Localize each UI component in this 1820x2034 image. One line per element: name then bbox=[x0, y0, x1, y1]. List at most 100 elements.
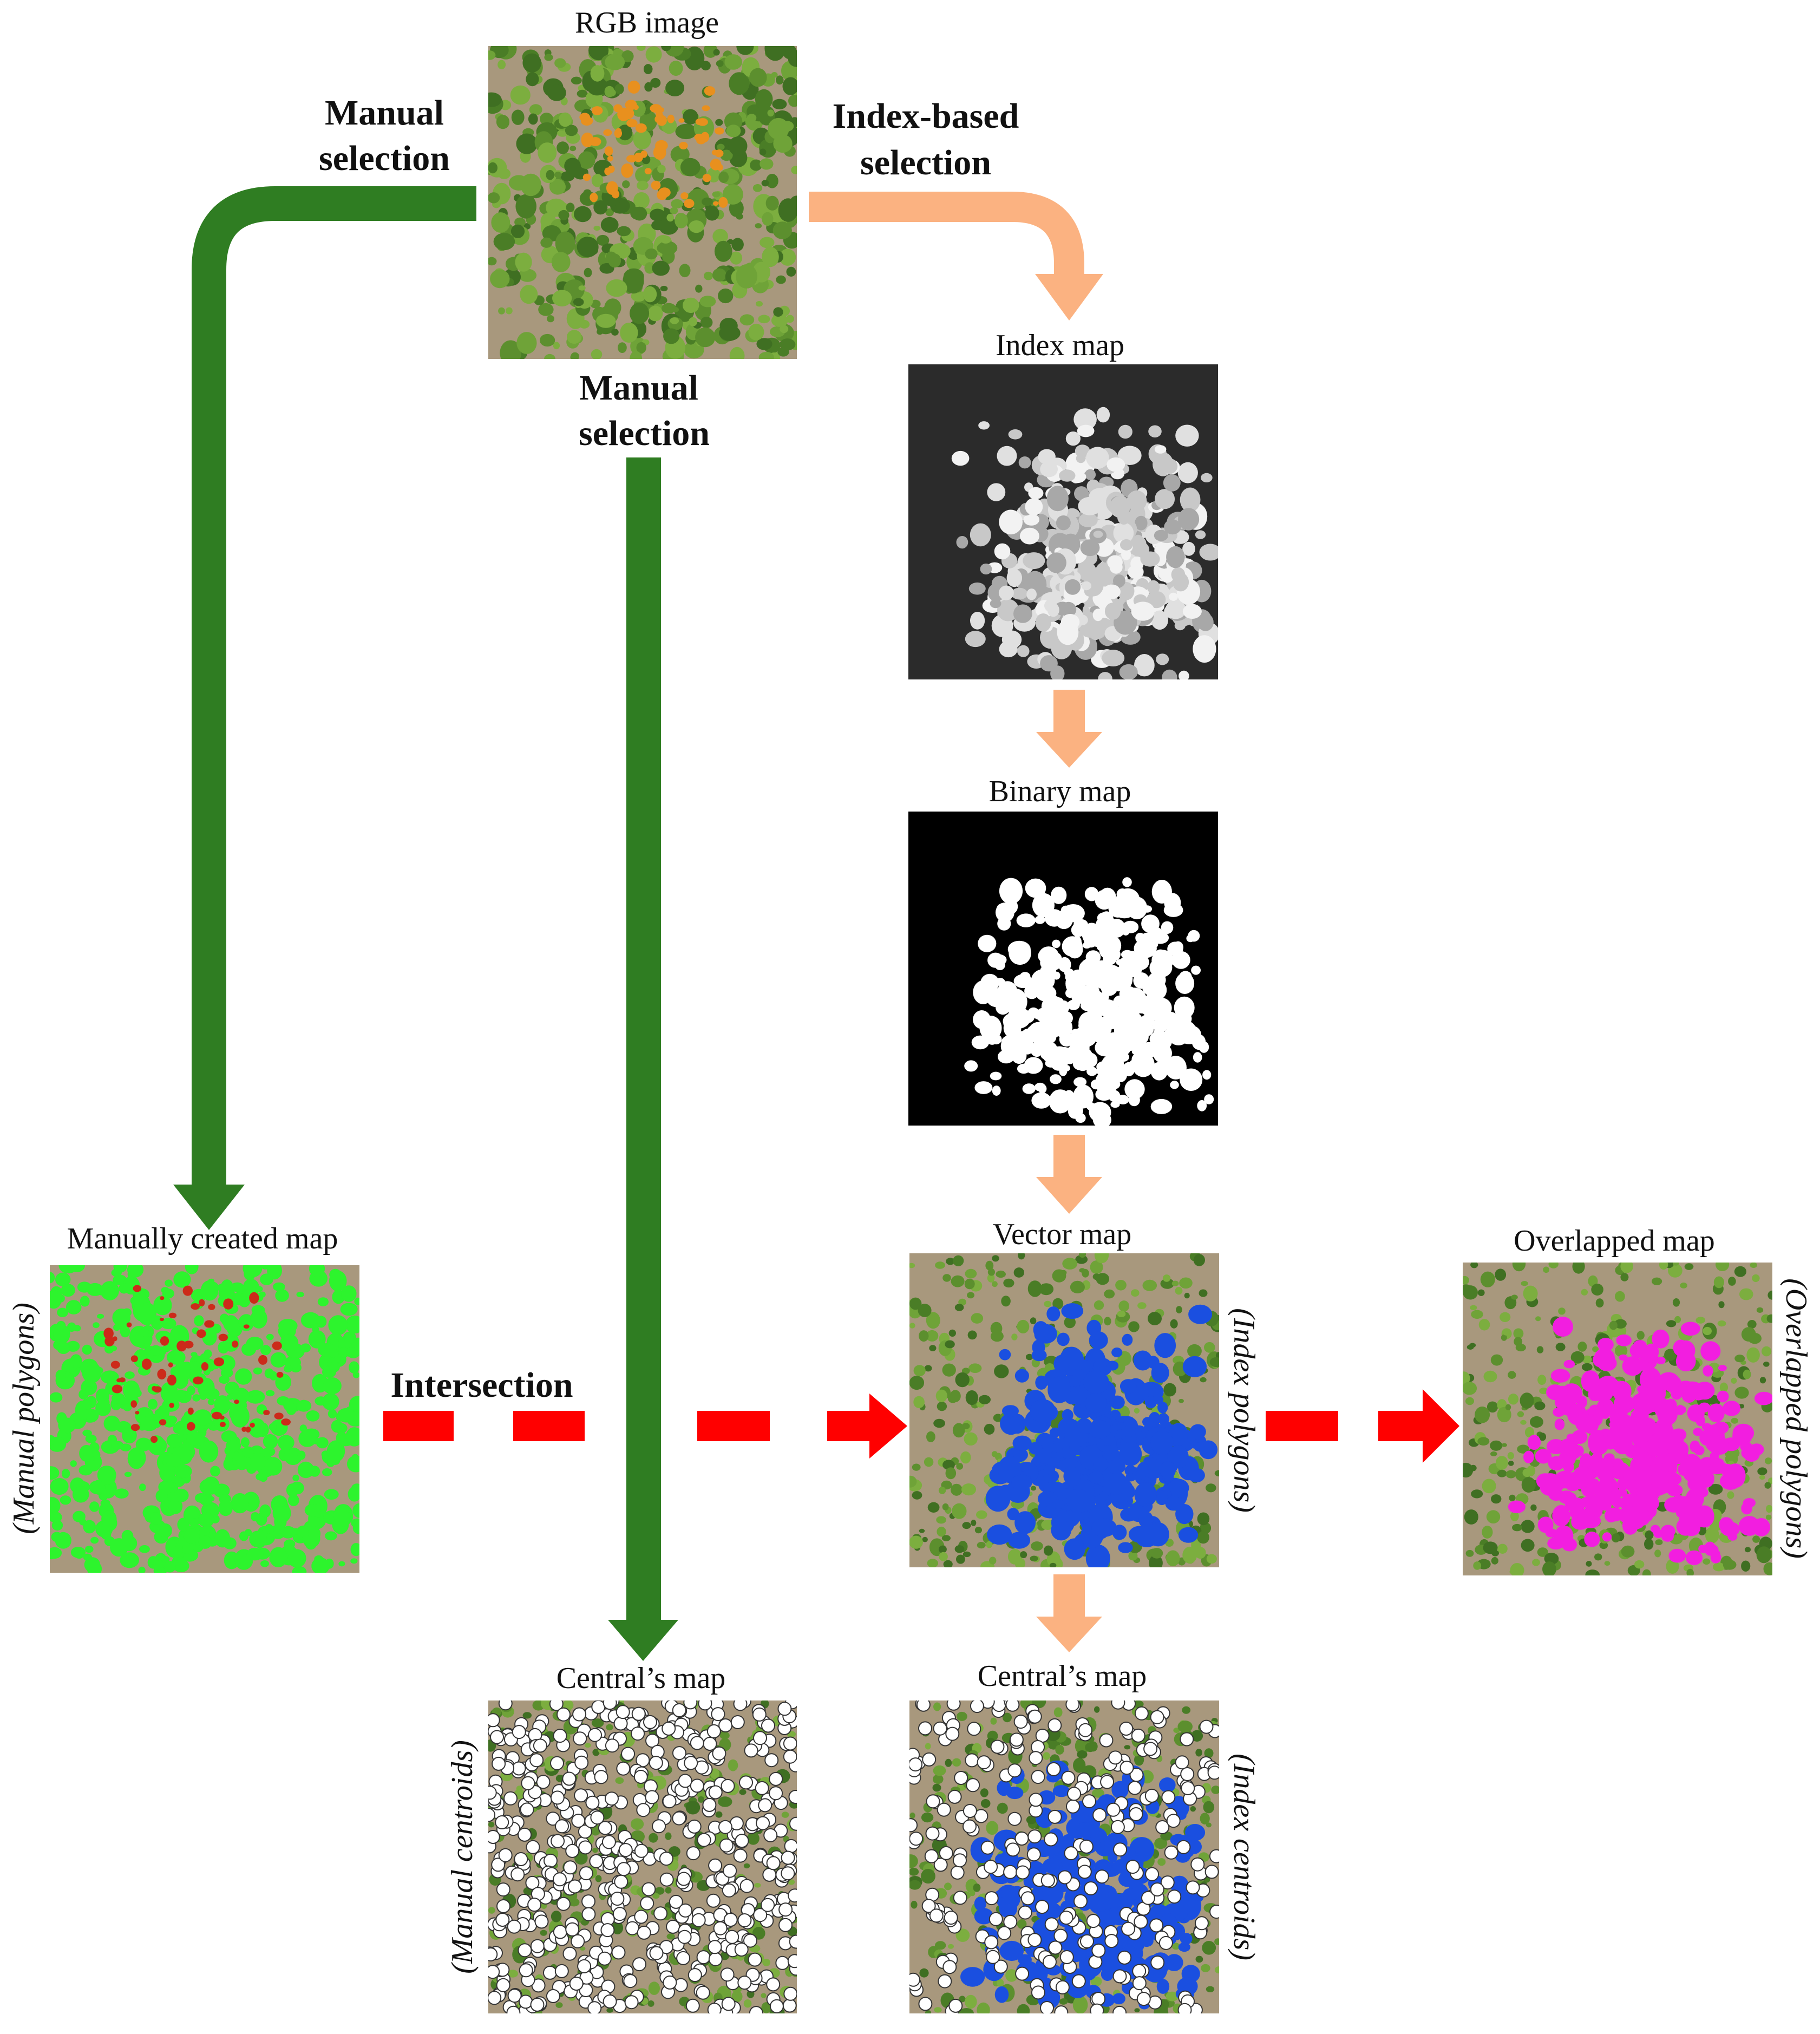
index-centroid bbox=[926, 1794, 940, 1809]
manual-polygon bbox=[306, 1410, 320, 1422]
manual-polygon bbox=[277, 1435, 294, 1450]
vegetation-patch bbox=[606, 1724, 613, 1731]
vegetation-patch bbox=[724, 112, 743, 130]
binary-white-patch bbox=[1052, 939, 1060, 949]
manual-polygon-red bbox=[126, 1322, 132, 1327]
arrow-head bbox=[1423, 1389, 1459, 1463]
overlapped-polygon bbox=[1645, 1349, 1659, 1364]
index-bright-patch bbox=[978, 421, 990, 430]
manual-centroid bbox=[634, 1843, 649, 1858]
vegetation-patch bbox=[1511, 1294, 1518, 1300]
binary-white-patch bbox=[1037, 1009, 1051, 1021]
overlapped-polygon bbox=[1723, 1401, 1741, 1416]
index-polygon bbox=[1156, 1490, 1168, 1506]
manual-polygon bbox=[67, 1322, 76, 1332]
manual-polygon bbox=[288, 1494, 299, 1507]
vegetation-patch bbox=[1532, 1559, 1540, 1566]
vegetation-patch bbox=[1762, 1346, 1772, 1357]
flower-patch bbox=[697, 118, 708, 126]
vegetation-patch bbox=[1154, 1837, 1168, 1849]
index-polygon bbox=[1014, 1511, 1036, 1534]
vegetation-patch bbox=[1645, 1530, 1654, 1540]
vegetation-patch bbox=[1522, 1468, 1531, 1477]
index-polygon bbox=[1094, 1457, 1108, 1471]
vegetation-patch bbox=[577, 89, 588, 98]
binary-white-patch bbox=[1095, 1072, 1118, 1095]
manual-polygon bbox=[72, 1486, 89, 1503]
vegetation-patch bbox=[1118, 1300, 1129, 1312]
binary-white-patch bbox=[999, 878, 1023, 904]
vegetation-patch bbox=[1175, 1287, 1183, 1295]
index-polygon bbox=[1138, 1511, 1154, 1528]
vegetation-patch bbox=[909, 1297, 922, 1310]
index-centroid bbox=[909, 1818, 918, 1833]
manual-centroid bbox=[521, 1776, 535, 1790]
flower-patch bbox=[718, 197, 728, 208]
vegetation-patch bbox=[553, 342, 560, 350]
manual-centroid bbox=[718, 1718, 733, 1732]
vegetation-patch bbox=[719, 325, 741, 341]
overlapped-polygon bbox=[1675, 1404, 1685, 1416]
manual-centroid bbox=[789, 1934, 797, 1949]
binary-white-patch bbox=[1030, 1042, 1044, 1057]
vegetation-patch bbox=[1491, 1557, 1498, 1565]
overlapped-polygon bbox=[1694, 1382, 1715, 1400]
vegetation-patch bbox=[718, 288, 734, 304]
vegetation-patch bbox=[671, 199, 683, 209]
vegetation-patch bbox=[715, 119, 723, 126]
manual-centroid bbox=[581, 1894, 595, 1909]
flower-patch bbox=[589, 137, 601, 146]
manual-polygon bbox=[138, 1566, 146, 1573]
manual-centroid bbox=[684, 1756, 698, 1770]
manual-arrow-head-left bbox=[173, 1185, 245, 1230]
vegetation-patch bbox=[1149, 1555, 1163, 1567]
manual-polygon bbox=[97, 1466, 116, 1485]
vegetation-patch bbox=[759, 148, 767, 156]
vegetation-patch bbox=[1480, 1271, 1495, 1287]
vegetation-patch bbox=[909, 1868, 919, 1876]
vegetation-patch bbox=[496, 115, 510, 129]
index-bright-patch bbox=[1083, 573, 1104, 597]
manual-centroid bbox=[601, 1835, 616, 1849]
vegetation-patch bbox=[768, 117, 789, 140]
vegetation-patch bbox=[1055, 1744, 1064, 1755]
binary-white-patch bbox=[1180, 1068, 1203, 1091]
overlapped-polygon bbox=[1612, 1381, 1632, 1402]
vegetation-patch bbox=[926, 1312, 940, 1329]
vegetation-patch bbox=[1464, 1509, 1478, 1525]
overlapped-polygon bbox=[1647, 1375, 1668, 1391]
manual-polygon bbox=[153, 1566, 167, 1573]
index-centroid bbox=[909, 1832, 924, 1846]
vegetation-patch bbox=[1104, 1289, 1115, 1299]
vegetation-patch bbox=[1765, 1514, 1772, 1520]
index-bright-patch bbox=[1154, 529, 1168, 541]
manual-polygon bbox=[242, 1446, 254, 1458]
vegetation-patch bbox=[781, 1811, 789, 1818]
manual-centroid bbox=[617, 1862, 631, 1876]
manual-centroid bbox=[652, 1819, 666, 1834]
manual-polygon bbox=[61, 1468, 70, 1479]
flower-patch bbox=[604, 146, 613, 156]
vegetation-patch bbox=[909, 1323, 915, 1329]
vegetation-patch bbox=[1495, 1456, 1508, 1470]
vegetation-patch bbox=[715, 1811, 723, 1818]
manual-polygon-red bbox=[159, 1419, 167, 1425]
vegetation-patch bbox=[929, 1345, 937, 1351]
vegetation-patch bbox=[736, 264, 757, 289]
vegetation-patch bbox=[1203, 1801, 1215, 1814]
vegetation-patch bbox=[515, 252, 532, 272]
manual-polygon bbox=[325, 1531, 337, 1541]
index-centroid bbox=[1007, 1811, 1022, 1826]
index-bright-patch bbox=[998, 585, 1014, 600]
binary-white-patch bbox=[1069, 1029, 1089, 1053]
index-polygon bbox=[1122, 1333, 1133, 1346]
binary-white-patch bbox=[1197, 1100, 1207, 1111]
vegetation-patch bbox=[1743, 1369, 1751, 1379]
overlapped-polygon bbox=[1637, 1385, 1648, 1394]
vegetation-patch bbox=[747, 1832, 760, 1845]
vegetation-patch bbox=[1163, 1383, 1176, 1397]
index-bright-patch bbox=[1026, 588, 1037, 600]
central-index-centroid-layer bbox=[909, 1701, 1219, 2013]
vegetation-patch bbox=[1202, 1941, 1216, 1955]
manual-centroid bbox=[720, 1967, 735, 1982]
